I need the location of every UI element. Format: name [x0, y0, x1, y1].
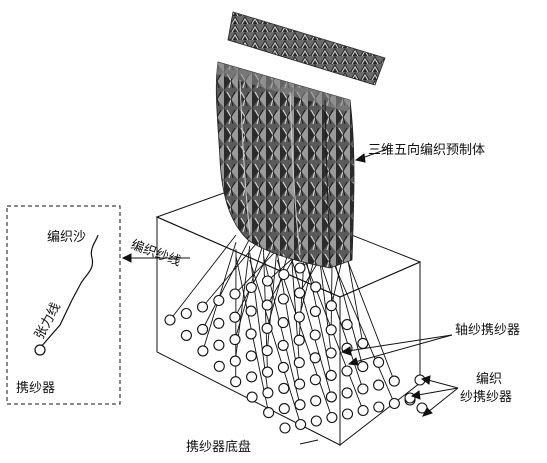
label-axial-carrier: 轴纱携纱器 [455, 322, 520, 338]
carrier-circle [309, 352, 321, 364]
inset-box [6, 205, 121, 405]
carrier-circle [357, 383, 369, 395]
carrier-circle [310, 281, 322, 293]
carrier-circle [278, 268, 290, 281]
carrier-circle [277, 339, 289, 351]
carrier-circle [245, 281, 257, 294]
carrier-circle [261, 366, 274, 378]
yarn-line [202, 238, 251, 330]
carrier-circle [229, 311, 241, 323]
carrier-circle [246, 371, 258, 383]
carrier-circle [325, 391, 337, 403]
yarn-line [290, 256, 332, 397]
carrier-circle [230, 376, 242, 388]
carrier-circle [213, 317, 225, 329]
label-braid-carrier-2: 纱携纱器 [460, 389, 512, 405]
carrier-circle [197, 323, 209, 335]
carrier-circle [294, 287, 306, 299]
carrier-circle [294, 399, 306, 411]
carrier-circle [180, 329, 192, 341]
carrier-circle [278, 403, 290, 415]
label-preform: 三维五向编织预制体 [368, 142, 485, 158]
carrier-circle [357, 404, 369, 417]
carrier-circle [325, 300, 337, 312]
carrier-circle [229, 288, 241, 300]
carrier-circle [213, 360, 225, 372]
carrier-circle [229, 334, 241, 346]
carrier-circle [309, 305, 321, 317]
carrier-circle [263, 407, 275, 419]
carrier-circle [373, 356, 385, 368]
label-braid-carrier-1: 编织 [476, 372, 502, 387]
carrier-circle [164, 314, 176, 326]
annotation-arrows [121, 147, 459, 445]
carrier-circle [341, 387, 353, 399]
label-chassis: 携纱器底盘 [186, 439, 251, 455]
yarn-line [318, 249, 332, 354]
carrier-circle [245, 305, 257, 317]
carrier-circle [245, 350, 257, 362]
carrier-circle [357, 361, 369, 373]
carrier-circle [261, 322, 273, 334]
yarn-line [345, 256, 395, 382]
carrier-circle [196, 301, 209, 313]
carrier-circle [277, 317, 289, 329]
carrier-circle [309, 329, 321, 341]
carrier-circle [294, 262, 306, 274]
carrier-circle [278, 382, 290, 394]
carrier-circle [293, 357, 305, 369]
preform-body [215, 61, 355, 269]
carrier-circle [293, 311, 305, 323]
carrier-circle [279, 422, 291, 434]
yarn-line [345, 249, 364, 344]
carrier-circle [277, 361, 289, 373]
carrier-grid [164, 262, 428, 434]
carrier-circle [246, 391, 258, 403]
yarn-line [169, 234, 237, 321]
carrier-circle [325, 324, 337, 336]
carrier-circle [262, 387, 274, 399]
carrier-circle [341, 319, 353, 331]
carrier-circle [310, 415, 322, 427]
carrier-circle [277, 293, 289, 305]
carrier-circle [295, 418, 307, 431]
carrier-circle [309, 374, 321, 386]
yarn-line [249, 259, 302, 425]
carrier-circle [261, 275, 274, 287]
carrier-circle [245, 328, 257, 340]
yarn-line [276, 259, 333, 418]
yarn-line [318, 256, 364, 390]
yarn-line [331, 259, 395, 404]
carrier-circle [261, 345, 273, 357]
preform-top-cap [227, 11, 386, 86]
carrier-circle [325, 369, 337, 381]
carrier-circle [294, 378, 306, 390]
label-tension-line: 张力线 [32, 300, 64, 341]
carrier-circle [388, 397, 400, 410]
carrier-circle [213, 294, 225, 307]
label-carrier: 携纱器 [16, 380, 55, 396]
carrier-circle [213, 339, 225, 351]
inset-carrier-circle [34, 344, 46, 356]
carrier-circle [293, 334, 305, 346]
carrier-circle [180, 307, 192, 320]
inset-yarn-curve [39, 234, 99, 349]
carrier-circle [373, 379, 385, 391]
carrier-circle [373, 401, 385, 413]
carrier-circle [388, 375, 400, 387]
carrier-circle [229, 355, 241, 367]
carrier-circle [326, 411, 338, 424]
carrier-circle [325, 347, 337, 359]
carrier-circle [341, 365, 353, 377]
carrier-circle [261, 299, 273, 311]
label-braid-line: 编织纱线 [129, 238, 183, 270]
label-braid-yarn: 编织沙 [47, 230, 86, 245]
carrier-circle [197, 345, 209, 357]
carrier-circle [310, 395, 322, 407]
carrier-circle [357, 337, 369, 349]
carrier-circle [341, 408, 354, 420]
